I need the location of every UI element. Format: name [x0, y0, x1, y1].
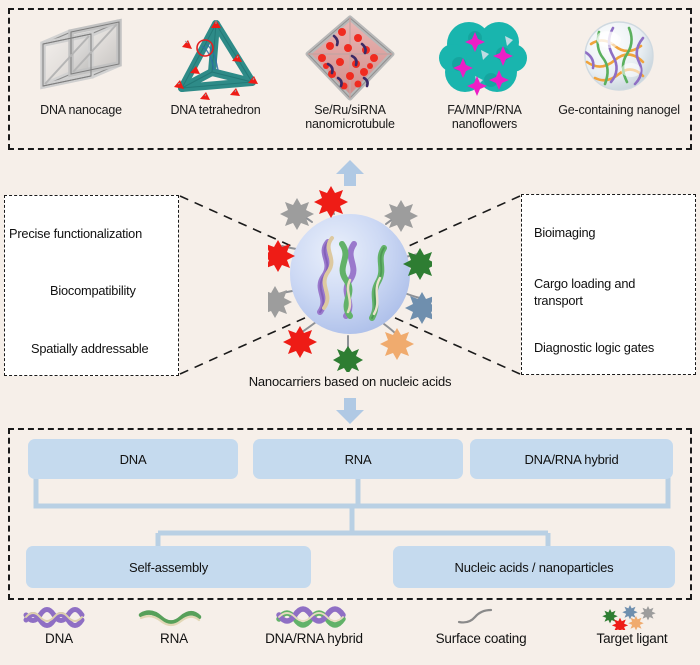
legend-label: DNA [45, 631, 73, 646]
rna-strand-icon [137, 604, 211, 630]
legend-label: Surface coating [435, 631, 527, 646]
applications-callout: Bioimaging Cargo loading and transport D… [521, 194, 696, 375]
application-diagnostic-logic-gates: Diagnostic logic gates [534, 340, 655, 355]
legend-item-surface-coating: Surface coating [398, 604, 564, 646]
se-ru-sirna-octahedron-icon [300, 14, 400, 102]
legend-label: Target ligant [596, 631, 668, 646]
arrow-down-icon [336, 398, 364, 424]
nano-label: DNA tetrahedron [170, 103, 261, 117]
top-panel [8, 8, 692, 150]
properties-callout: Precise functionalization Biocompatibili… [4, 195, 179, 376]
ge-nanogel-icon [569, 14, 669, 102]
legend-item-rna: RNA [118, 604, 230, 646]
nano-label: Ge-containing nanogel [558, 103, 680, 117]
flow-box-self-assembly[interactable]: Self-assembly [26, 546, 311, 588]
legend-item-target-ligand: Target ligant [564, 604, 700, 646]
legend-label: DNA/RNA hybrid [265, 631, 363, 646]
property-biocompatibility: Biocompatibility [50, 283, 136, 298]
fa-mnp-rna-nanoflower-icon [435, 14, 535, 102]
nano-label: DNA nanocage [40, 103, 122, 117]
nano-item-dna-tetrahedron: DNA tetrahedron [149, 14, 283, 118]
flow-box-label: DNA/RNA hybrid [524, 451, 619, 467]
dna-rna-hybrid-icon [275, 604, 353, 630]
center-caption: Nanocarriers based on nucleic acids [248, 374, 452, 389]
flow-box-dna-rna-hybrid[interactable]: DNA/RNA hybrid [470, 439, 673, 479]
surface-coating-icon [451, 604, 511, 630]
property-precise-functionalization: Precise functionalization [9, 226, 142, 241]
nano-label: FA/MNP/RNA nanoflowers [447, 103, 522, 131]
flow-box-dna[interactable]: DNA [28, 439, 238, 479]
flow-connectors [33, 476, 671, 550]
flow-box-label: Self-assembly [128, 559, 209, 575]
nanocarrier-sphere [258, 186, 439, 374]
arrow-up-icon [336, 160, 364, 186]
nano-item-ge-nanogel: Ge-containing nanogel [552, 14, 686, 118]
flow-box-label: DNA [119, 451, 147, 467]
dna-helix-icon [22, 604, 96, 630]
application-cargo-loading: Cargo loading and transport [534, 276, 636, 308]
legend-item-dna-rna-hybrid: DNA/RNA hybrid [230, 604, 398, 646]
dna-nanocage-icon [31, 14, 131, 102]
target-ligand-icon [600, 604, 664, 630]
dna-tetrahedron-icon [166, 14, 266, 102]
property-spatially-addressable: Spatially addressable [31, 341, 149, 356]
flow-box-label: RNA [344, 451, 372, 467]
nanostructure-row: DNA nanocage [14, 14, 686, 144]
nano-item-se-ru-sirna: Se/Ru/siRNA nanomicrotubule [283, 14, 417, 131]
application-bioimaging: Bioimaging [534, 225, 596, 240]
figure-legend: DNA RNA [0, 604, 700, 662]
legend-item-dna: DNA [0, 604, 118, 646]
nano-label: Se/Ru/siRNA nanomicrotubule [305, 103, 395, 131]
composition-flow: DNA RNA DNA/RNA hybrid Self-assembly Nuc… [8, 428, 692, 600]
bottom-panel [8, 428, 692, 600]
flow-box-label: Nucleic acids / nanoparticles [454, 559, 614, 575]
nano-item-fa-mnp-rna: FA/MNP/RNA nanoflowers [418, 14, 552, 131]
legend-label: RNA [160, 631, 188, 646]
flow-box-rna[interactable]: RNA [253, 439, 463, 479]
flow-box-nucleic-acids-nanoparticles[interactable]: Nucleic acids / nanoparticles [393, 546, 675, 588]
nano-item-dna-nanocage: DNA nanocage [14, 14, 148, 118]
